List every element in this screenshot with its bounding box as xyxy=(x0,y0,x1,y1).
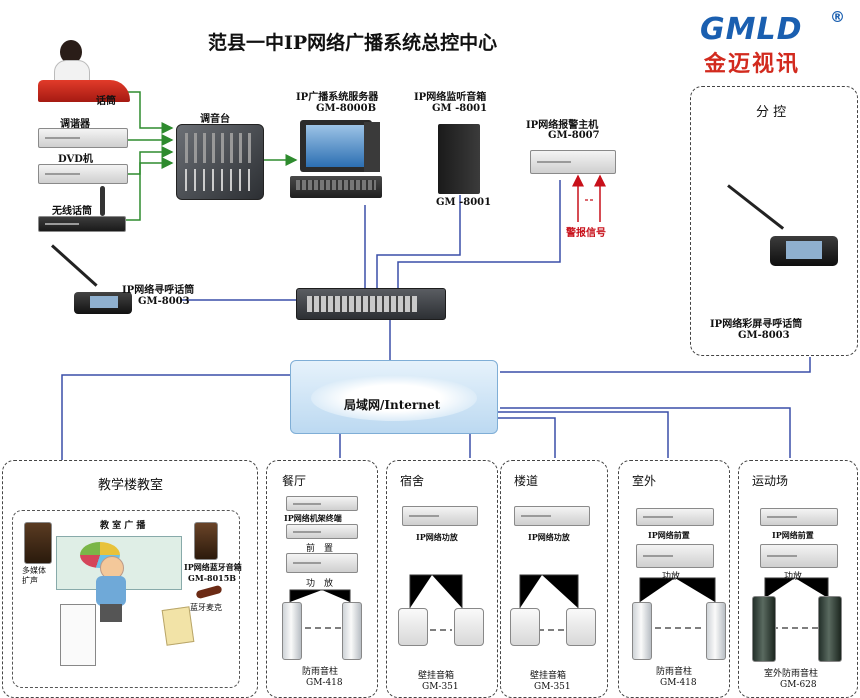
server-name: IP广播系统服务器 xyxy=(296,92,379,103)
zone-canteen-title: 餐厅 xyxy=(282,474,307,488)
zone-sports-title: 运动场 xyxy=(752,474,789,488)
monitor-model: GM -8001 xyxy=(432,103,488,114)
dorm-speaker-model: GM-351 xyxy=(422,682,459,692)
canteen-speaker-model: GM-418 xyxy=(306,678,343,688)
canteen-speaker-name: 防雨音柱 xyxy=(302,667,339,677)
dorm-wall-speaker-right xyxy=(454,608,484,646)
canteen-preamp-label: 前 置 xyxy=(306,544,334,554)
network-switch xyxy=(296,288,446,320)
tuner-label: 调谐器 xyxy=(60,119,90,130)
branch-device-model: GM-8003 xyxy=(738,330,790,341)
wireless-mic-label: 无线话筒 xyxy=(52,206,92,217)
sports-speaker-model: GM-628 xyxy=(780,680,817,690)
alarm-name: IP网络报警主机 xyxy=(526,120,599,131)
server-device xyxy=(290,120,382,206)
dorm-speaker-name: 壁挂音箱 xyxy=(418,671,455,681)
multimedia-speaker-label: 多媒体扩声 xyxy=(22,566,46,585)
brand-logo: GMLD ® 金迈视讯 xyxy=(700,8,850,77)
outdoor-speaker-model: GM-418 xyxy=(660,678,697,688)
corridor-speaker-name: 壁挂音箱 xyxy=(530,671,567,681)
teacher-figure xyxy=(92,556,132,622)
sports-amp-device xyxy=(760,544,838,568)
classroom-panel-title: 教 室 广 播 xyxy=(100,521,146,531)
bluetooth-speaker xyxy=(194,522,218,560)
outdoor-preamp-device xyxy=(636,508,714,526)
mixer-device xyxy=(176,124,264,200)
mixer-label: 调音台 xyxy=(200,114,230,125)
network-cloud xyxy=(290,360,498,434)
zone-dorm xyxy=(386,460,498,698)
server-model: GM-8000B xyxy=(316,103,377,114)
dorm-wall-speaker-left xyxy=(398,608,428,646)
monitor-name: IP网络监听音箱 xyxy=(414,92,487,103)
bluetooth-speaker-name: IP网络蓝牙音箱 xyxy=(184,562,242,572)
tuner-device xyxy=(38,128,128,148)
corridor-amp-device xyxy=(514,506,590,526)
canteen-amp-device xyxy=(286,553,358,573)
logo-cn: 金迈视讯 xyxy=(704,51,801,77)
monitor-model-secondary: GM -8001 xyxy=(436,197,492,208)
mic-label: 话筒 xyxy=(96,96,116,107)
branch-paging-mic xyxy=(722,178,840,274)
dvd-device xyxy=(38,164,128,184)
monitor-speaker-device xyxy=(438,124,480,194)
dorm-amp-device xyxy=(402,506,478,526)
corridor-wall-speaker-right xyxy=(566,608,596,646)
zone-corridor-title: 楼道 xyxy=(514,474,539,488)
branch-device-name: IP网络彩屏寻呼话筒 xyxy=(710,319,803,330)
sports-preamp-label: IP网络前置 xyxy=(772,530,814,540)
outdoor-column-speaker-left xyxy=(632,602,652,660)
canteen-terminal-label: IP网络机架终端 xyxy=(284,513,342,523)
sports-speaker-name: 室外防雨音柱 xyxy=(764,669,819,679)
outdoor-amp-device xyxy=(636,544,714,568)
paper-icon xyxy=(161,606,195,646)
zone-dorm-title: 宿舍 xyxy=(400,474,425,488)
alarm-model: GM-8007 xyxy=(548,130,600,141)
canteen-column-speaker-right xyxy=(342,602,362,660)
outdoor-speaker-name: 防雨音柱 xyxy=(656,667,693,677)
zone-classroom-title: 教学楼教室 xyxy=(98,478,164,493)
logo-registered: ® xyxy=(830,8,845,26)
device-diagram-icon xyxy=(60,604,96,666)
paging-mic-name: IP网络寻呼话筒 xyxy=(122,285,195,296)
zone-corridor xyxy=(500,460,608,698)
paging-mic-model: GM-8003 xyxy=(138,296,190,307)
canteen-amp-label: 功 放 xyxy=(306,579,334,589)
classroom-panel xyxy=(12,510,240,688)
multimedia-speaker xyxy=(24,522,52,564)
bluetooth-speaker-model: GM-8015B xyxy=(188,573,237,583)
dvd-label: DVD机 xyxy=(58,154,93,165)
corridor-wall-speaker-left xyxy=(510,608,540,646)
wireless-mic-icon xyxy=(100,186,105,216)
sports-column-speaker-right xyxy=(818,596,842,662)
sports-preamp-device xyxy=(760,508,838,526)
alarm-host-device xyxy=(530,150,616,174)
corridor-speaker-model: GM-351 xyxy=(534,682,571,692)
canteen-terminal-device xyxy=(286,496,358,511)
page-title: 范县一中IP网络广播系统总控中心 xyxy=(208,32,498,54)
branch-control-area xyxy=(690,86,858,356)
network-label: 局域网/Internet xyxy=(344,398,441,412)
logo-text: GMLD xyxy=(700,12,803,47)
bluetooth-mic-label: 蓝牙麦克 xyxy=(190,603,222,612)
canteen-preamp-device xyxy=(286,524,358,539)
canteen-column-speaker-left xyxy=(282,602,302,660)
wireless-receiver xyxy=(38,216,126,232)
outdoor-column-speaker-right xyxy=(706,602,726,660)
sports-column-speaker-left xyxy=(752,596,776,662)
paging-mic-device xyxy=(38,240,134,320)
branch-title: 分 控 xyxy=(756,105,787,120)
alarm-signal-label: 警报信号 xyxy=(566,228,606,239)
zone-outdoor-title: 室外 xyxy=(632,474,657,488)
sports-amp-label: 功放 xyxy=(784,572,803,582)
corridor-amp-label: IP网络功放 xyxy=(528,532,570,542)
dorm-amp-label: IP网络功放 xyxy=(416,532,458,542)
outdoor-preamp-label: IP网络前置 xyxy=(648,530,690,540)
announcer-figure xyxy=(38,40,130,102)
outdoor-amp-label: 功放 xyxy=(662,572,681,582)
